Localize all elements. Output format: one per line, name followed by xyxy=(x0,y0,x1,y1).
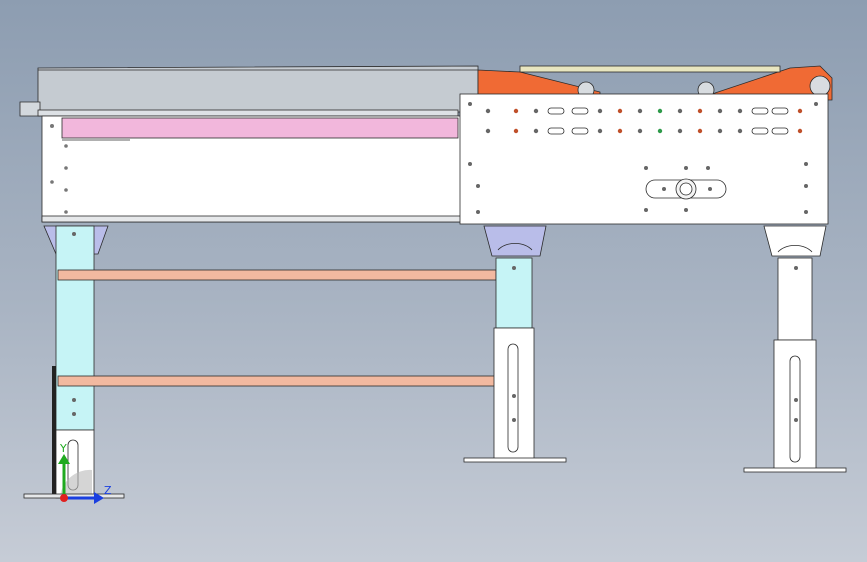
bearing-slot xyxy=(644,166,727,212)
horizontal-braces xyxy=(57,269,497,387)
right-leg xyxy=(743,225,847,473)
drive-housing-orange xyxy=(477,65,833,101)
top-cover xyxy=(19,65,479,117)
slot-holes xyxy=(547,107,789,135)
side-holes xyxy=(468,102,818,214)
mounting-holes-row-1 xyxy=(485,108,803,114)
middle-leg xyxy=(463,225,567,463)
mounting-hole xyxy=(737,108,743,114)
mounting-hole xyxy=(657,108,663,114)
mounting-hole xyxy=(637,108,643,114)
mounting-hole xyxy=(617,108,623,114)
axis-origin xyxy=(60,494,68,502)
mounting-hole xyxy=(737,128,743,134)
mounting-hole xyxy=(717,108,723,114)
right-frame-panel xyxy=(459,93,829,225)
mounting-hole xyxy=(697,108,703,114)
mounting-hole xyxy=(717,128,723,134)
axis-triad: Y Z xyxy=(58,442,112,504)
mounting-hole xyxy=(533,108,539,114)
left-frame-panel xyxy=(41,115,463,223)
mounting-hole xyxy=(797,128,803,134)
mounting-hole xyxy=(637,128,643,134)
mounting-hole xyxy=(677,128,683,134)
mounting-hole xyxy=(533,128,539,134)
left-leg xyxy=(23,225,125,499)
mounting-hole xyxy=(485,128,491,134)
mounting-hole xyxy=(513,108,519,114)
y-axis-label: Y xyxy=(59,442,67,455)
mounting-hole xyxy=(485,108,491,114)
mounting-hole xyxy=(617,128,623,134)
mounting-hole xyxy=(597,128,603,134)
mounting-holes-row-2 xyxy=(485,128,803,134)
mounting-hole xyxy=(797,108,803,114)
mounting-hole xyxy=(657,128,663,134)
mounting-hole xyxy=(677,108,683,114)
mounting-hole xyxy=(697,128,703,134)
z-axis-label: Z xyxy=(104,484,112,497)
mounting-hole xyxy=(513,128,519,134)
mounting-hole xyxy=(597,108,603,114)
